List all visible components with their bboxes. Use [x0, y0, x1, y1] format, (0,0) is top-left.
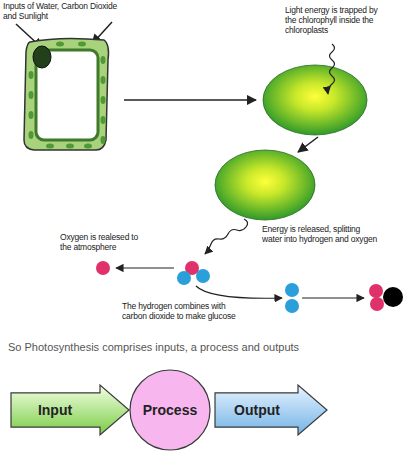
- light-ray: [328, 44, 335, 94]
- input-arrow: Input: [10, 384, 130, 436]
- hydrogen-atom: [196, 269, 210, 283]
- hydrogen-atom: [285, 299, 299, 313]
- process-circle: Process: [128, 368, 212, 452]
- plant-cell: [24, 38, 109, 150]
- oxygen-arrow: [116, 267, 174, 268]
- chloroplast: [215, 150, 315, 220]
- annotation-label: Oxygen is realesed to the atmosphere: [60, 233, 142, 253]
- annotation-label: Light energy is trapped by the chlorophy…: [285, 6, 387, 35]
- cell-nucleus: [33, 46, 51, 68]
- output-arrow: Output: [214, 384, 328, 436]
- annotation-label: Inputs of Water, Carbon Dioxide and Sunl…: [3, 2, 131, 22]
- annotation-label: The hydrogen combines with carbon dioxid…: [122, 302, 252, 322]
- glucose-atom: [383, 287, 403, 307]
- node-label: Output: [214, 384, 300, 436]
- hydrogen-atom: [285, 283, 299, 297]
- oxygen-atom: [96, 261, 110, 275]
- hydrogen-atom: [177, 271, 191, 285]
- chloroplast: [263, 65, 367, 135]
- energy-ray: [205, 219, 248, 254]
- flow-arrow: [298, 137, 318, 152]
- caption-text: So Photosynthesis comprises inputs, a pr…: [8, 341, 408, 354]
- arrow-shape: [215, 385, 327, 435]
- arrow-shape: [11, 385, 129, 435]
- hydrogen-arrow: [196, 286, 282, 298]
- cell-chloroplasts: [29, 42, 106, 149]
- glucose-arrow: [302, 297, 364, 298]
- node-label: Input: [10, 384, 100, 436]
- annotation-label: Energy is released, splitting water into…: [262, 225, 382, 245]
- glucose-atom: [370, 297, 384, 311]
- glucose-atom: [369, 284, 383, 298]
- flow-arrow: [124, 99, 256, 101]
- node-label: Process: [128, 368, 212, 452]
